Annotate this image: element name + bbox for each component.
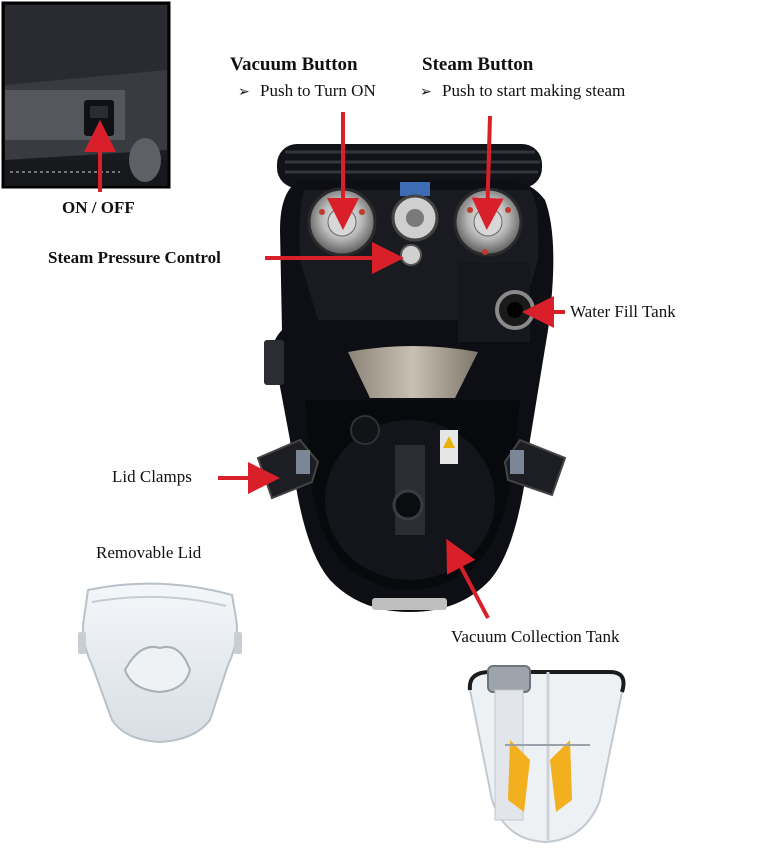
on-off-label: ON / OFF [62,198,135,217]
arrowhead-bullet-icon: ➢ [238,84,250,100]
steam-button-note: ➢ Push to start making steam [420,81,625,101]
vacuum-collection-tank-label: Vacuum Collection Tank [451,627,620,646]
arrow-collection-tank [446,538,490,619]
lid-clamps-label: Lid Clamps [112,467,192,486]
vacuum-button-note: ➢ Push to Turn ON [238,81,376,101]
removable-lid-label: Removable Lid [96,543,202,562]
pressure-knob-graphic [400,244,422,266]
steam-pressure-control-label: Steam Pressure Control [48,248,221,267]
callout-arrows [84,112,565,619]
arrow-steam-button [471,115,504,230]
vacuum-button-note-text: Push to Turn ON [260,81,376,100]
vacuum-collection-tank-graphic [467,665,626,844]
water-fill-tank-label: Water Fill Tank [570,302,676,321]
removable-lid-graphic [78,582,242,744]
vacuum-button-label: Vacuum Button [230,54,358,75]
power-switch-inset [1,1,171,189]
arrowhead-bullet-icon: ➢ [420,84,432,100]
steam-button-note-text: Push to start making steam [442,81,626,100]
steam-vacuum-machine [256,144,567,612]
steam-button-label: Steam Button [422,54,534,75]
